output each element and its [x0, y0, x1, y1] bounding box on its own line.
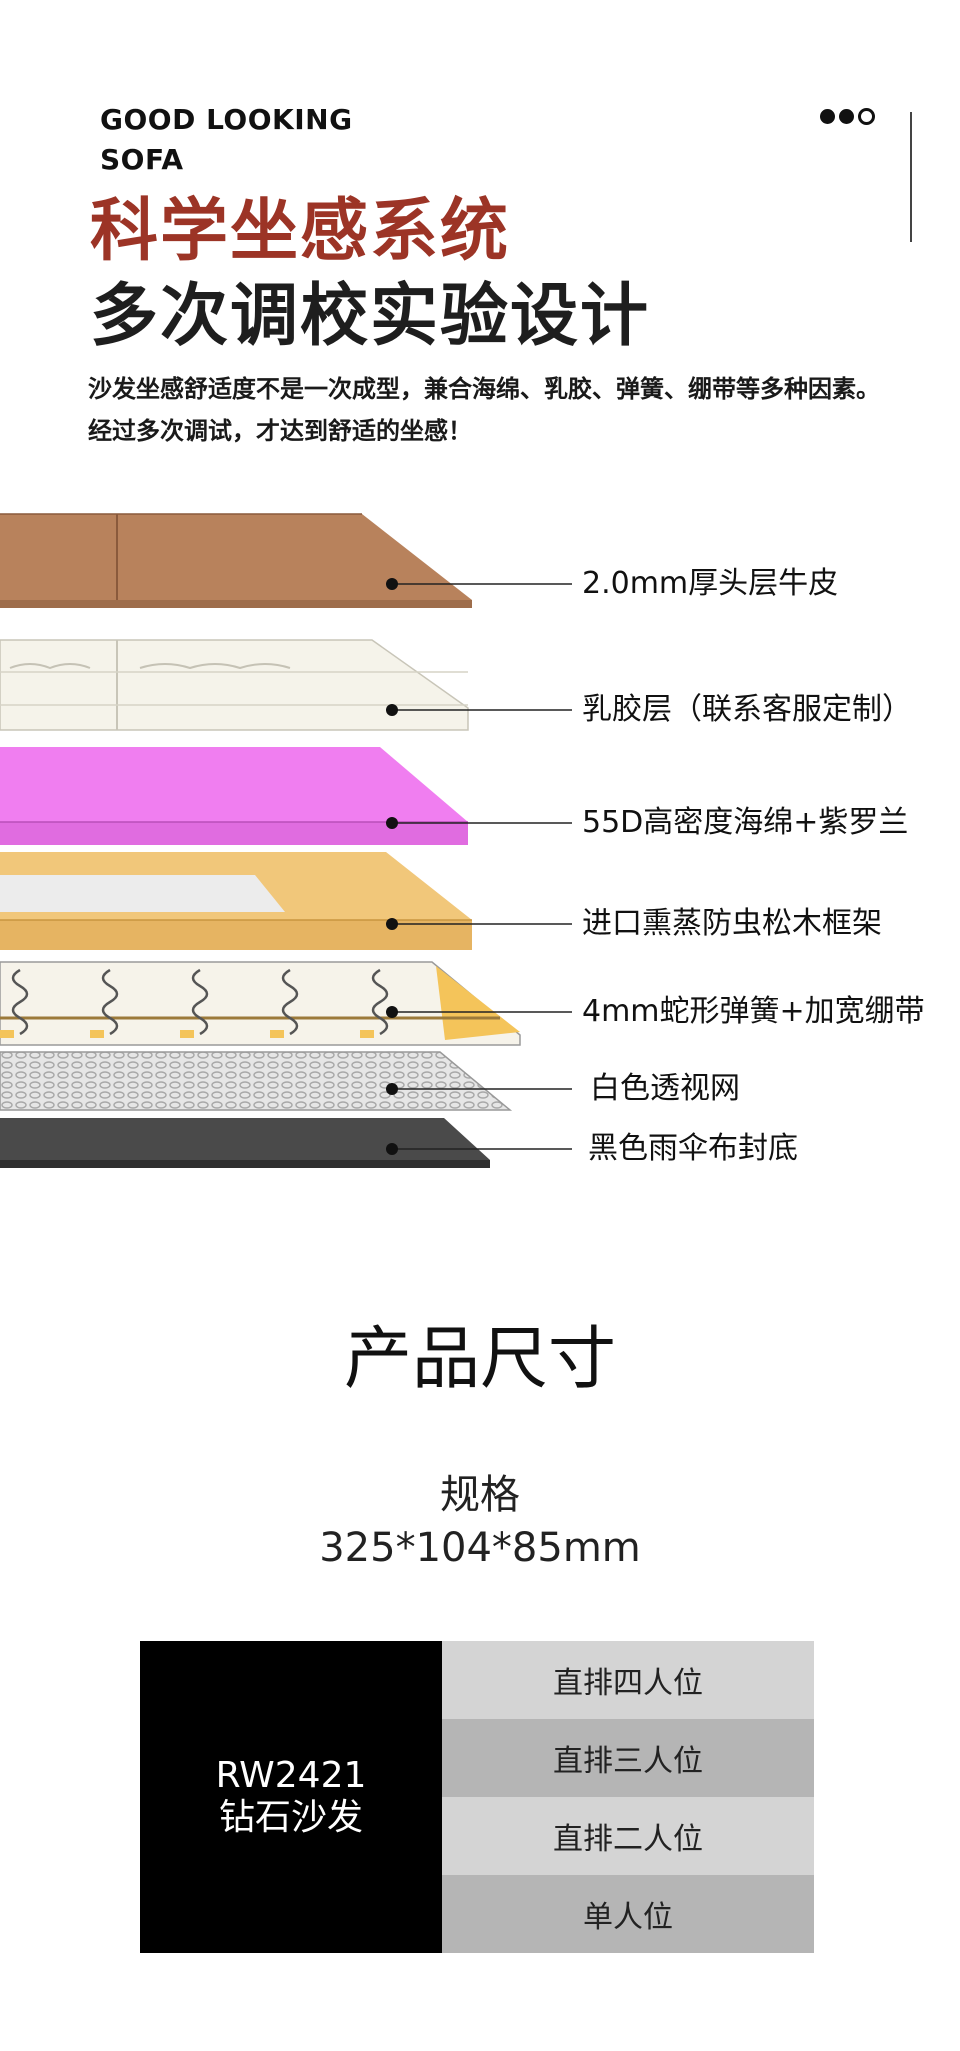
sofa-layers-illustration — [0, 513, 572, 1168]
spec-table: RW2421 钻石沙发 直排四人位 直排三人位 直排二人位 单人位 — [140, 1641, 814, 1953]
mesh-layer — [0, 1051, 513, 1111]
latex-layer — [0, 639, 469, 731]
spec-label: 规格 — [440, 1472, 520, 1518]
seat-option-two: 直排二人位 — [442, 1797, 814, 1875]
dot-icon — [820, 109, 835, 124]
size-section-title: 产品尺寸 — [343, 1320, 616, 1399]
dot-icon — [839, 109, 854, 124]
layer-label-base: 黑色雨伞布封底 — [588, 1131, 798, 1166]
brand-wordmark: GOOD LOOKING SOFA — [100, 100, 353, 180]
layer-label-frame: 进口熏蒸防虫松木框架 — [582, 906, 882, 941]
headline-red: 科学坐感系统 — [90, 192, 511, 271]
layer-label-latex: 乳胶层（联系客服定制） — [582, 692, 912, 727]
layer-label-springs: 4mm蛇形弹簧+加宽绷带 — [582, 994, 925, 1029]
brand-line-1: GOOD LOOKING — [100, 103, 353, 136]
model-cell: RW2421 钻石沙发 — [140, 1641, 442, 1953]
leader-lines — [392, 583, 572, 1150]
layer-label-mesh: 白色透视网 — [590, 1071, 740, 1106]
ring-dot-icon — [858, 108, 875, 125]
model-name: 钻石沙发 — [218, 1797, 363, 1838]
brand-line-2: SOFA — [100, 143, 184, 176]
spring-layer — [0, 961, 521, 1046]
wood-frame-layer — [0, 852, 472, 950]
marker-dots — [386, 578, 398, 1155]
dots-decoration-icon — [820, 108, 875, 125]
leather-layer — [0, 513, 472, 608]
base-cloth-layer — [0, 1118, 490, 1168]
seat-option-single: 单人位 — [442, 1875, 814, 1953]
seat-option-three: 直排三人位 — [442, 1719, 814, 1797]
spec-value: 325*104*85mm — [319, 1525, 641, 1571]
layer-label-foam: 55D高密度海绵+紫罗兰 — [582, 805, 909, 840]
seat-options: 直排四人位 直排三人位 直排二人位 单人位 — [442, 1641, 814, 1953]
seat-option-four: 直排四人位 — [442, 1641, 814, 1719]
description-text: 沙发坐感舒适度不是一次成型，兼合海绵、乳胶、弹簧、绷带等多种因素。经过多次调试，… — [88, 375, 880, 445]
foam-layer — [0, 747, 468, 845]
model-code: RW2421 — [215, 1755, 367, 1796]
headline-black: 多次调校实验设计 — [90, 277, 651, 356]
layer-label-leather: 2.0mm厚头层牛皮 — [582, 566, 839, 601]
vertical-divider — [910, 112, 912, 242]
